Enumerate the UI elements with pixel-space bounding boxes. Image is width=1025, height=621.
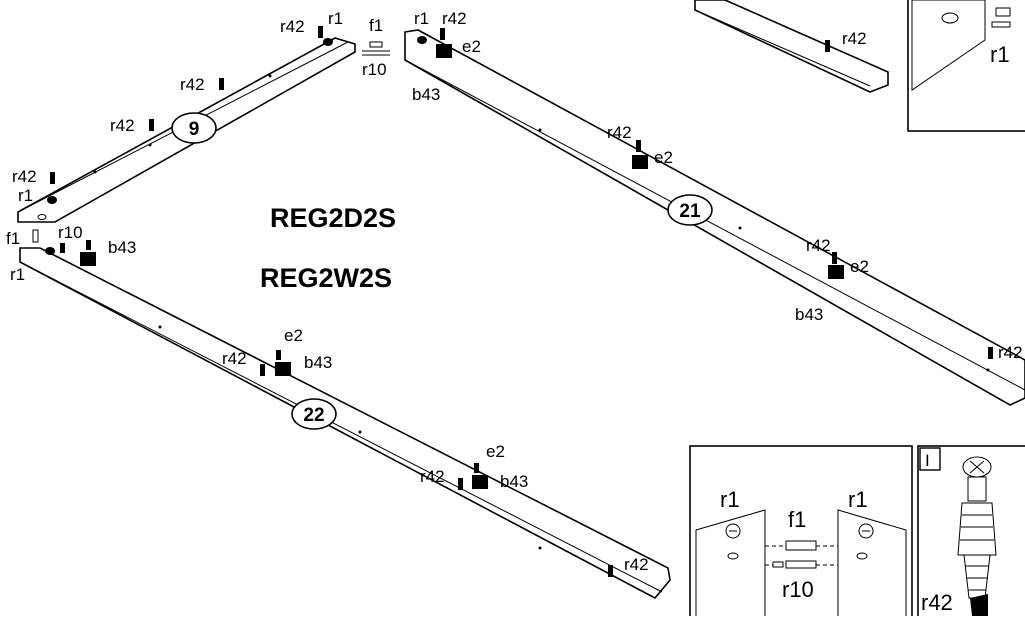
board-21: 21 r1 r42 e2 b43 r42 e2 r42 e2 b43 r42 bbox=[404, 9, 1025, 406]
label-r42: r42 bbox=[180, 75, 205, 94]
label-e2: e2 bbox=[462, 37, 481, 56]
detail-label-f1: f1 bbox=[788, 507, 806, 532]
connector-r1-board9-bottom bbox=[47, 196, 57, 204]
part-number-22: 22 bbox=[303, 405, 324, 426]
label-r42: r42 bbox=[442, 9, 467, 28]
label-r10: r10 bbox=[58, 223, 83, 242]
detail-box-connector: r1 f1 r1 r10 bbox=[689, 445, 913, 619]
part-number-21-badge: 21 bbox=[667, 194, 713, 226]
model-title-a: REG2D2S bbox=[270, 203, 396, 233]
detail-label-r1-right: r1 bbox=[848, 487, 868, 512]
label-b43: b43 bbox=[795, 305, 823, 324]
label-r42: r42 bbox=[624, 555, 649, 574]
label-r1: r1 bbox=[328, 9, 343, 28]
label-r1: r1 bbox=[10, 265, 25, 284]
detail-label-r42: r42 bbox=[921, 590, 953, 615]
detail-mark-i: I bbox=[925, 451, 930, 470]
label-r1: r1 bbox=[414, 9, 429, 28]
label-e2: e2 bbox=[486, 442, 505, 461]
board-9: 9 r42 r1 r42 r42 r42 r1 bbox=[12, 9, 356, 223]
screw-r42-board9-c bbox=[50, 172, 55, 184]
part-number-9-badge: 9 bbox=[171, 112, 217, 144]
bracket-e2-board22-c bbox=[458, 463, 488, 490]
screw-r42-top-board bbox=[825, 40, 830, 52]
screw-r42-board9-a bbox=[219, 78, 224, 90]
label-b43: b43 bbox=[304, 353, 332, 372]
screw-r42-detail-icon bbox=[957, 456, 997, 616]
label-f1: f1 bbox=[6, 229, 20, 248]
dowel-r10-detail bbox=[765, 560, 838, 569]
board-22: 22 f1 r10 b43 r1 e2 r42 b43 e2 r42 b43 r… bbox=[6, 223, 671, 600]
connector-r1-detail-left bbox=[725, 523, 741, 560]
model-title-b: REG2W2S bbox=[260, 263, 392, 293]
label-b43: b43 bbox=[108, 238, 136, 257]
label-r42: r42 bbox=[12, 167, 37, 186]
label-r42: r42 bbox=[110, 116, 135, 135]
label-e2: e2 bbox=[654, 148, 673, 167]
label-r42: r42 bbox=[806, 236, 831, 255]
label-f1: f1 bbox=[369, 16, 383, 35]
connector-r1-board9-top bbox=[318, 26, 333, 46]
label-r1: r1 bbox=[18, 186, 33, 205]
label-r10: r10 bbox=[362, 60, 387, 79]
label-r42: r42 bbox=[998, 343, 1023, 362]
detail-label-r1-left: r1 bbox=[720, 487, 740, 512]
label-r42: r42 bbox=[420, 467, 445, 486]
label-e2: e2 bbox=[284, 326, 303, 345]
label-r1: r1 bbox=[990, 42, 1010, 67]
bracket-e2-board21-a bbox=[436, 28, 452, 58]
bracket-e2-board22-b bbox=[260, 350, 291, 376]
part-number-22-badge: 22 bbox=[291, 398, 337, 430]
label-b43: b43 bbox=[412, 85, 440, 104]
label-r42: r42 bbox=[842, 29, 867, 48]
label-r42: r42 bbox=[222, 349, 247, 368]
detail-label-r10: r10 bbox=[782, 577, 814, 602]
label-r42: r42 bbox=[280, 17, 305, 36]
top-board-partial: r42 bbox=[694, 0, 889, 93]
part-number-9: 9 bbox=[189, 119, 200, 140]
bracket-e2-board22-a bbox=[80, 240, 96, 266]
label-e2: e2 bbox=[850, 257, 869, 276]
label-r42: r42 bbox=[607, 123, 632, 142]
bracket-e2-board21-b bbox=[632, 140, 648, 169]
dowel-f1-detail bbox=[765, 540, 838, 551]
connector-r1-detail-right bbox=[856, 523, 874, 560]
connector-r1-board21 bbox=[417, 36, 427, 44]
part-number-21: 21 bbox=[679, 201, 701, 222]
connector-r1-board22 bbox=[45, 247, 55, 255]
dowel-r10-board22 bbox=[60, 243, 65, 253]
bracket-e2-board21-c bbox=[828, 252, 844, 279]
detail-box-screw: I r42 bbox=[917, 445, 1025, 619]
screw-r42-board9-b bbox=[149, 119, 154, 131]
detail-box-top-right: r1 bbox=[907, 0, 1025, 132]
connector-f1-r10-top: f1 r10 bbox=[362, 16, 390, 79]
screw-r42-board21-end bbox=[988, 347, 993, 359]
label-b43: b43 bbox=[500, 472, 528, 491]
dowel-f1-board22 bbox=[32, 229, 39, 243]
screw-r42-board22-end bbox=[608, 565, 613, 577]
